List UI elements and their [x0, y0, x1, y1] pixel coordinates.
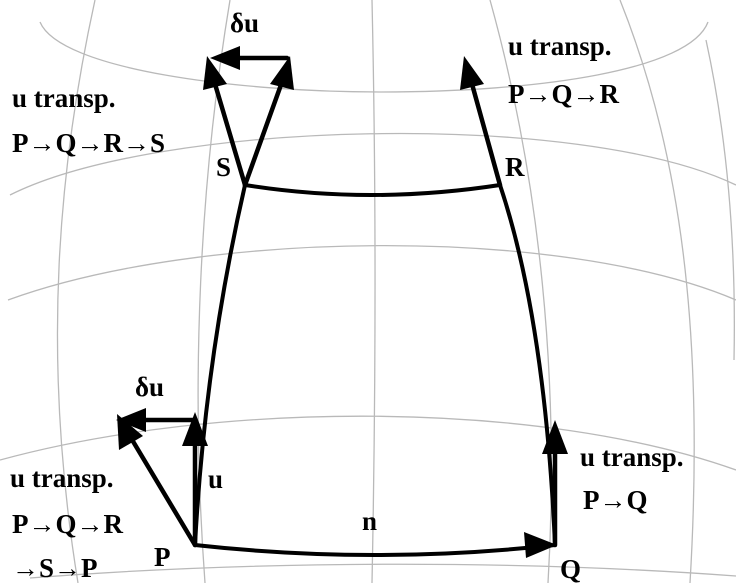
label-r: R — [505, 152, 525, 182]
vector-labels: u n δu δu — [135, 8, 377, 536]
longitude-line-1 — [56, 0, 96, 583]
annotation-transp-pqrsp-line3: →S→P — [12, 553, 98, 583]
latitude-line-lower — [0, 415, 736, 471]
arrowhead-u-copy-at-s — [270, 56, 294, 90]
annotation-transp-pqrs-line2: P→Q→R→S — [12, 128, 165, 158]
arrowhead-u-at-p — [182, 412, 208, 446]
edge-p-q — [193, 543, 557, 557]
edge-r-s — [243, 183, 502, 197]
annotation-transp-pq-line2: P→Q — [583, 485, 648, 515]
arrowhead-n — [524, 532, 557, 558]
annotation-transp-pq-line1: u transp. — [580, 442, 684, 472]
vectors — [116, 46, 568, 558]
vector-u-at-r — [469, 81, 503, 188]
latitude-line-upper — [9, 132, 736, 196]
label-n: n — [362, 506, 377, 536]
annotation-transp-pqrsp-line1: u transp. — [10, 463, 114, 493]
edge-s-p — [193, 183, 247, 547]
latitude-line-bottom — [29, 563, 736, 579]
vector-u-copy-at-s — [242, 79, 285, 188]
arrowhead-delta-u-at-s — [210, 46, 240, 70]
edge-q-r — [498, 183, 557, 547]
point-labels: P Q R S — [154, 152, 581, 583]
longitude-line-5 — [619, 0, 695, 583]
latitude-line-middle — [7, 244, 736, 301]
label-delta-u-bottom: δu — [135, 372, 164, 402]
vector-u-at-s — [212, 81, 248, 188]
vector-u-transported-full-loop — [128, 435, 198, 548]
annotation-transp-pqr-line2: P→Q→R — [508, 79, 619, 109]
annotation-transp-pqr-line1: u transp. — [508, 31, 612, 61]
annotation-transp-pqrs-line1: u transp. — [12, 83, 116, 113]
longitude-line-3 — [371, 0, 376, 583]
label-u: u — [208, 464, 223, 494]
arrowhead-u-at-r — [460, 56, 484, 90]
transport-loop — [193, 183, 557, 557]
label-delta-u-top: δu — [230, 8, 259, 38]
arrowhead-delta-u-at-p — [116, 408, 146, 432]
label-q: Q — [560, 554, 581, 583]
annotation-transp-pqrsp-line2: P→Q→R — [12, 509, 123, 539]
label-s: S — [216, 152, 231, 182]
arrowhead-u-at-q — [542, 420, 568, 454]
transport-annotations: u transp. P→Q u transp. P→Q→R u transp. … — [10, 31, 684, 583]
longitude-line-6 — [705, 39, 736, 361]
label-p: P — [154, 542, 171, 572]
latitude-line-top — [39, 21, 709, 93]
arrowhead-u-at-s — [203, 56, 227, 90]
